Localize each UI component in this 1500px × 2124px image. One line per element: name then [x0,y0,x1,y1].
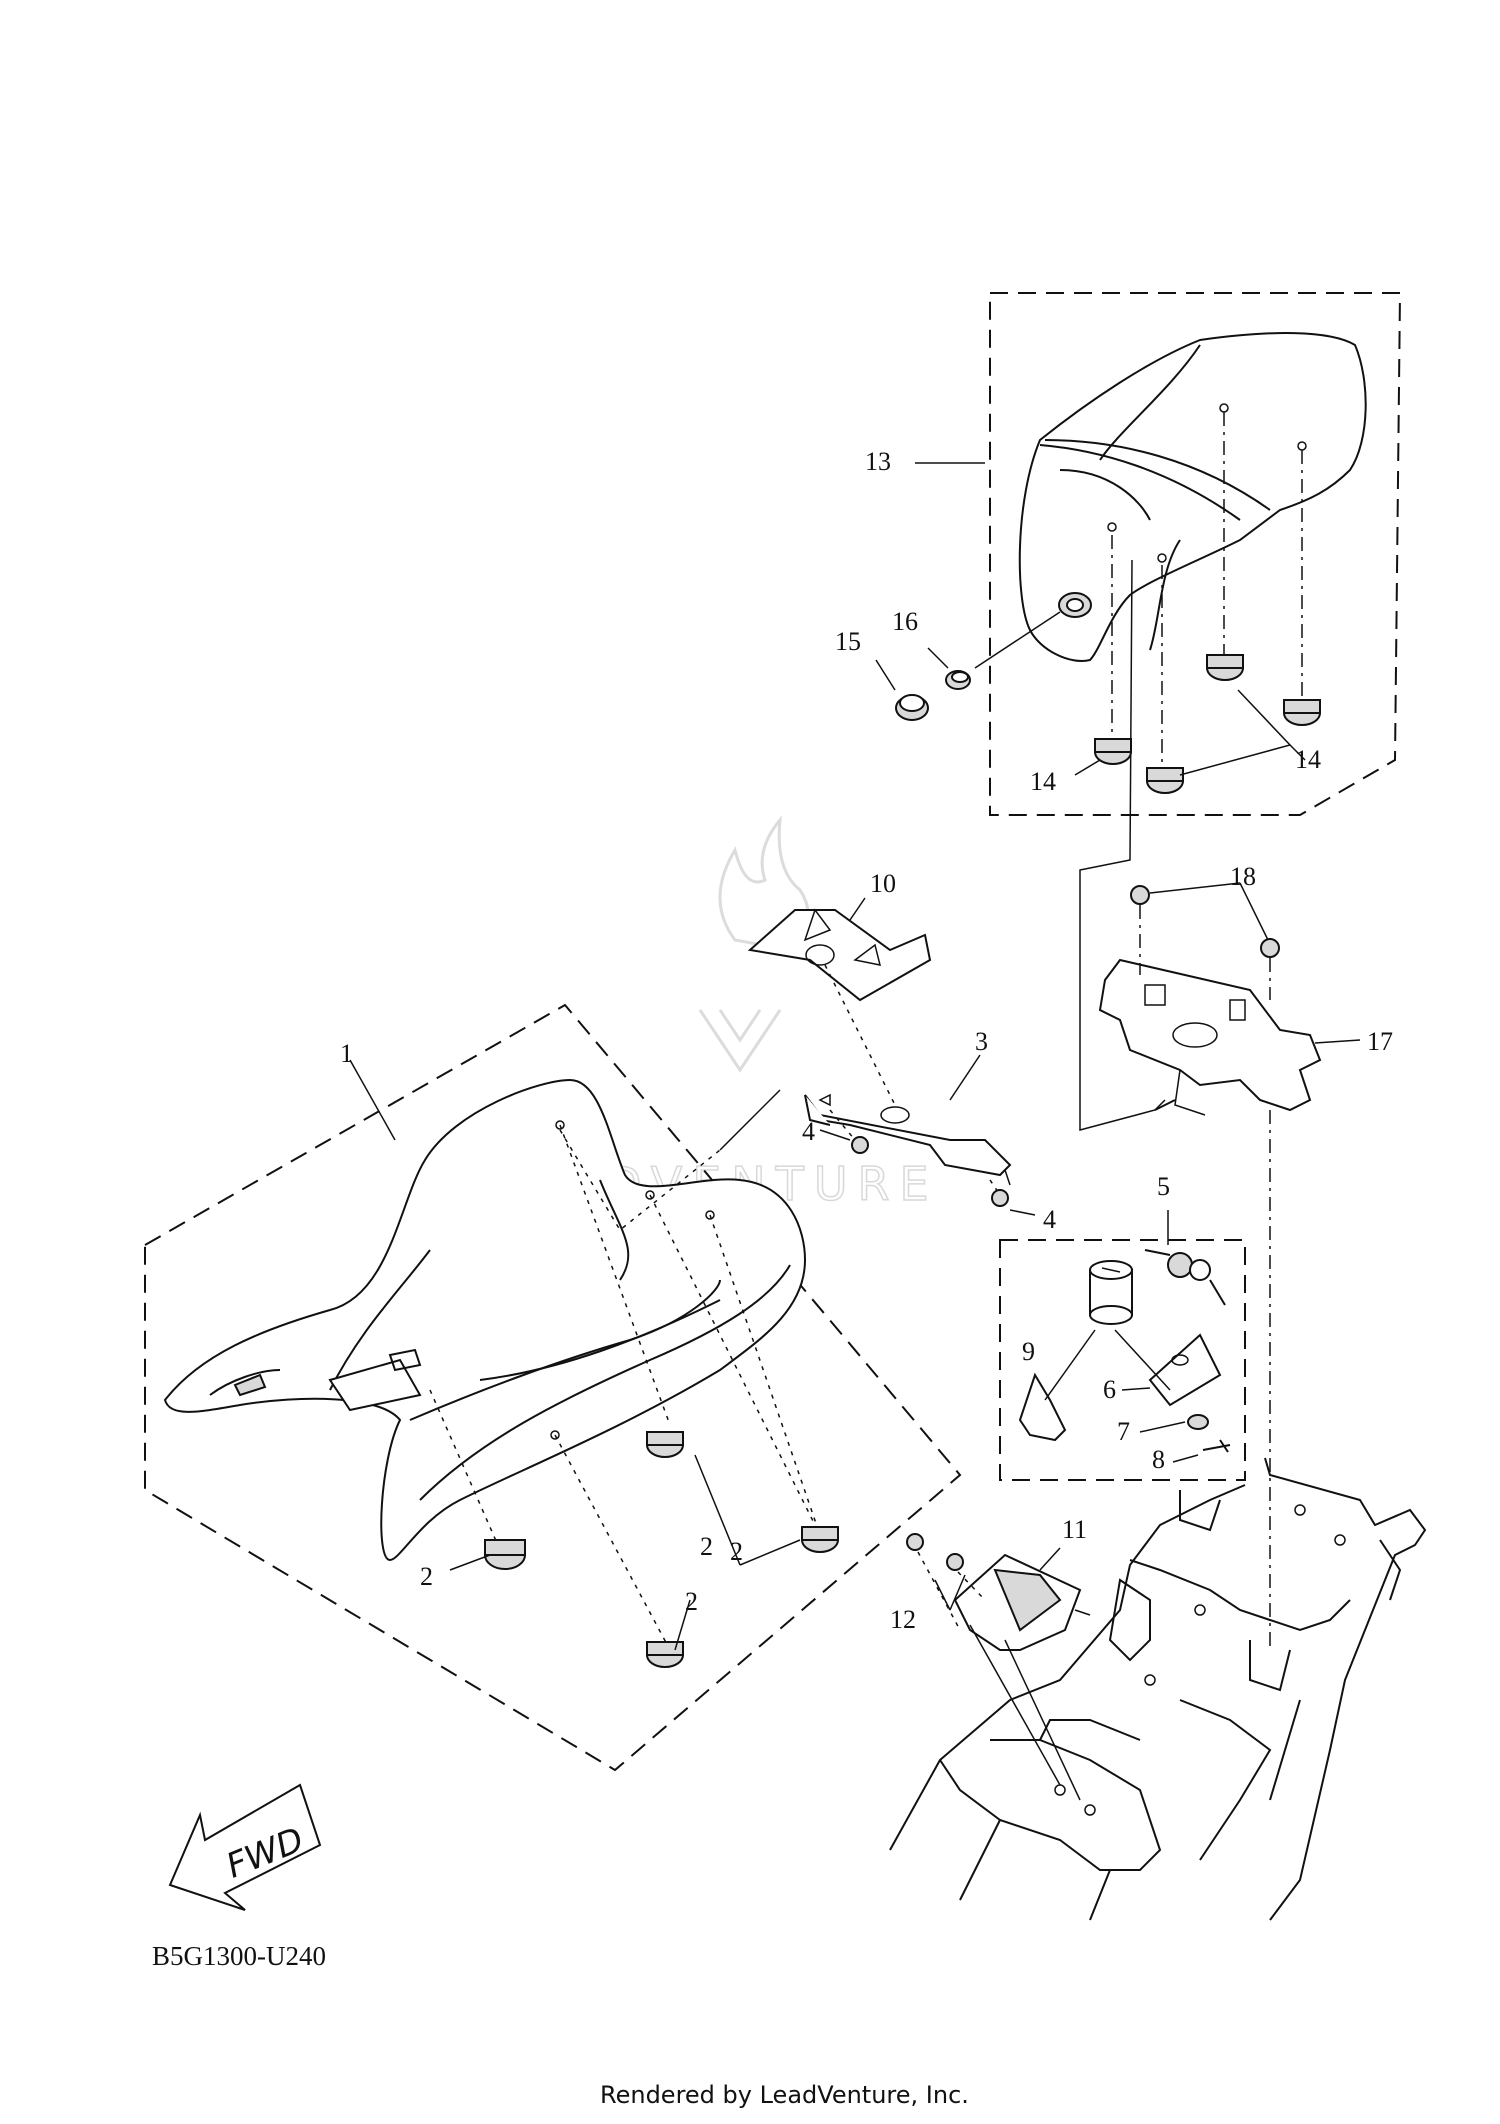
key [1144,1249,1226,1306]
label-part-3: 3 [975,1027,988,1056]
seat-plate [747,908,932,1106]
label-part-4: 4 [802,1117,815,1146]
group-box-rider-seat [144,1003,962,1772]
seat-collar [945,670,971,690]
seat-lock-cylinder [1089,1260,1133,1325]
label-part-4: 4 [1043,1205,1056,1234]
frame [889,1457,1427,1921]
label-part-7: 7 [1117,1417,1130,1446]
seat-lock-group [999,1210,1246,1481]
rider-seat [163,1078,807,1562]
label-part-6: 6 [1103,1375,1116,1404]
holder-bolt [906,1533,986,1631]
bracket-bolt [1130,885,1280,1000]
label-part-14: 14 [1030,767,1056,796]
label-part-16: 16 [892,607,918,636]
label-part-8: 8 [1152,1445,1165,1474]
document-holder [953,1553,1091,1801]
label-part-15: 15 [835,627,861,656]
seat-bracket [804,1093,1012,1186]
group-box-seat-lock [999,1239,1246,1481]
label-part-9: 9 [1022,1337,1035,1366]
label-part-11: 11 [1062,1515,1087,1544]
rider-seat-group [144,1003,962,1772]
label-part-2: 2 [700,1532,713,1561]
label-part-12: 12 [890,1605,916,1634]
passenger-seat-group [875,292,1402,816]
label-part-18: 18 [1230,862,1256,891]
part-labels: 1 2 2 2 2 3 4 4 5 6 7 8 9 10 11 12 13 14… [340,447,1393,1634]
group-box-passenger-seat [989,292,1402,816]
label-part-10: 10 [870,869,896,898]
passenger-seat [1018,332,1367,662]
label-part-13: 13 [865,447,891,476]
label-part-17: 17 [1367,1027,1393,1056]
label-part-2: 2 [685,1587,698,1616]
lock-plate [1148,1333,1222,1407]
diagram-code: B5G1300-U240 [152,1941,326,1971]
footer-credit: Rendered by LeadVenture, Inc. [600,2081,969,2109]
label-part-14: 14 [1295,745,1321,774]
bolt [829,1109,1009,1207]
seat-cap [895,694,929,721]
lock-clip [1018,1372,1067,1442]
forward-arrow: FWD [168,1783,322,1911]
rear-seat-bracket [1098,958,1322,1116]
seat-damper [429,1124,839,1668]
label-part-5: 5 [1157,1172,1170,1201]
passenger-seat-damper [1094,412,1321,794]
label-part-1: 1 [340,1039,353,1068]
label-part-2: 2 [420,1562,433,1591]
label-part-2: 2 [730,1537,743,1566]
